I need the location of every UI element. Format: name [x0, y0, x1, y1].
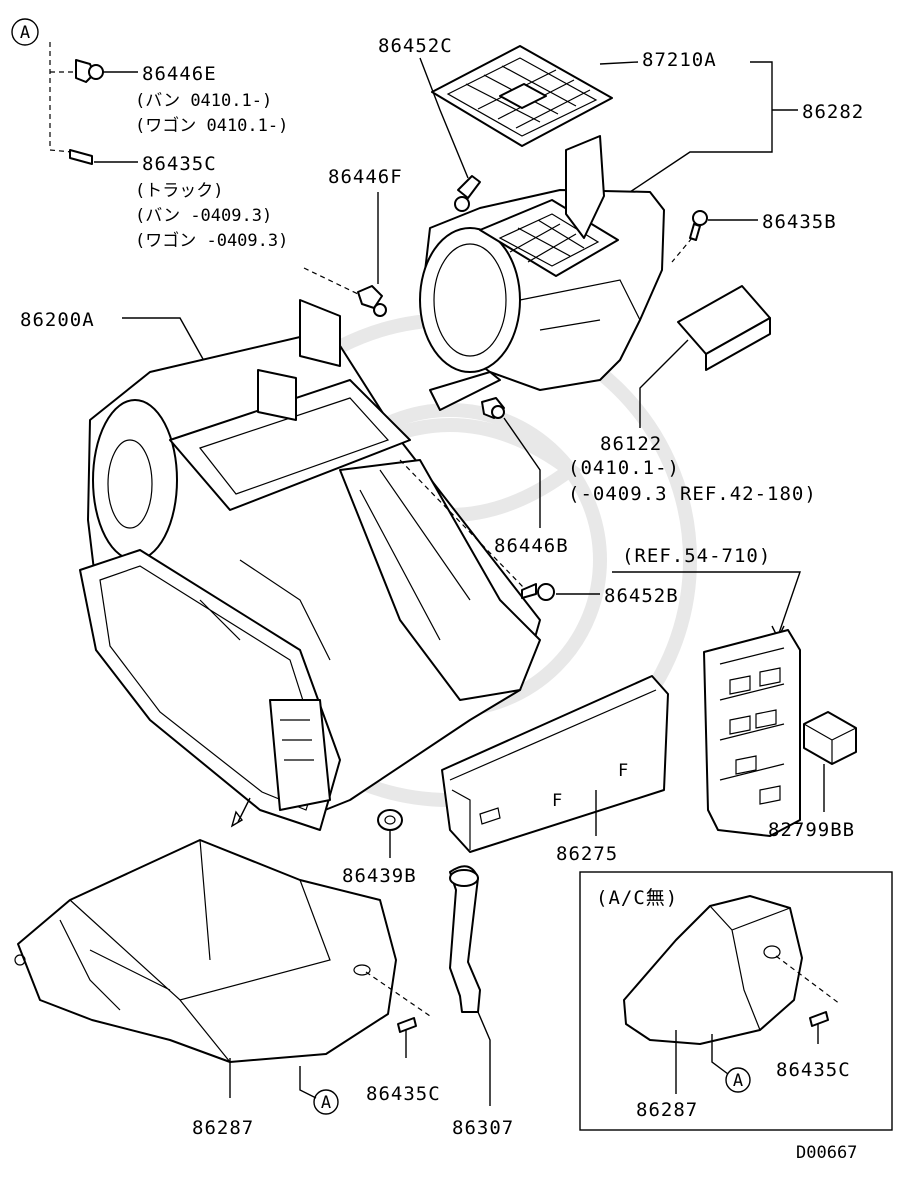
screw-86435C-inset — [809, 1011, 829, 1044]
clip-86446E — [75, 59, 138, 83]
filter-87210A — [431, 45, 613, 147]
screw-86435C-top — [69, 149, 138, 165]
label-86435C-inset: 86435C — [776, 1059, 851, 1081]
label-86446E: 86446E — [142, 63, 217, 85]
diagram-text: A — [20, 23, 30, 43]
cover-86287-left — [14, 839, 397, 1063]
note-86435C-3: (ワゴン -0409.3) — [135, 230, 288, 251]
note-86122-1: (0410.1-) — [568, 457, 680, 479]
note-86435C-2: (バン -0409.3) — [135, 206, 272, 226]
screw-86435B — [689, 210, 708, 241]
label-86287-inset: 86287 — [636, 1099, 698, 1121]
label-86275: 86275 — [556, 843, 618, 865]
diagram-text: A — [733, 1071, 743, 1091]
label-86282: 86282 — [802, 101, 864, 123]
cover-86287-inset — [623, 895, 803, 1045]
label-86439B: 86439B — [342, 865, 417, 887]
screw-86452B — [521, 583, 555, 601]
label-86452C: 86452C — [378, 35, 453, 57]
label-82799BB: 82799BB — [768, 819, 855, 841]
label-86435C-top: 86435C — [142, 153, 217, 175]
label-87210A: 87210A — [642, 49, 717, 71]
label-86287-left: 86287 — [192, 1117, 254, 1139]
junction-box — [703, 629, 801, 837]
hose-86307 — [449, 865, 481, 1013]
label-86446B: 86446B — [494, 535, 569, 557]
figure-id: D00667 — [796, 1143, 857, 1163]
label-86307: 86307 — [452, 1117, 514, 1139]
blower-unit-86282 — [419, 135, 665, 411]
label-ref-54-710: (REF.54-710) — [622, 545, 771, 567]
label-86122: 86122 — [600, 433, 662, 455]
label-86446F: 86446F — [328, 166, 403, 188]
label-86435C-mid: 86435C — [366, 1083, 441, 1105]
screw-86435C-mid — [397, 1017, 417, 1058]
relay-82799BB — [803, 711, 857, 765]
marker-a-bottom: A — [313, 1089, 339, 1115]
label-86435B: 86435B — [762, 211, 837, 233]
grommet-86439B — [377, 809, 403, 831]
block-86122 — [677, 285, 771, 371]
heater-unit-86200A — [79, 299, 541, 831]
marker-a-top: A — [11, 18, 39, 46]
diagram-text: F — [552, 791, 562, 811]
marker-a-inset: A — [725, 1067, 751, 1093]
clip-86446F — [357, 285, 387, 317]
diagram-text: F — [618, 761, 628, 781]
note-86435C-1: (トラック) — [135, 181, 223, 201]
screw-86452C — [454, 175, 481, 212]
inset-title: (A/C無) — [596, 887, 678, 909]
note-86446E-2: (ワゴン 0410.1-) — [135, 115, 288, 136]
diagram-text: A — [321, 1093, 331, 1113]
label-86200A: 86200A — [20, 309, 95, 331]
clip-86446B — [481, 397, 505, 419]
inset-frame — [579, 871, 893, 1131]
label-86452B: 86452B — [604, 585, 679, 607]
duct-86275: F F — [441, 675, 669, 853]
note-86446E-1: (バン 0410.1-) — [135, 91, 272, 111]
note-86122-2: (-0409.3 REF.42-180) — [568, 483, 817, 505]
